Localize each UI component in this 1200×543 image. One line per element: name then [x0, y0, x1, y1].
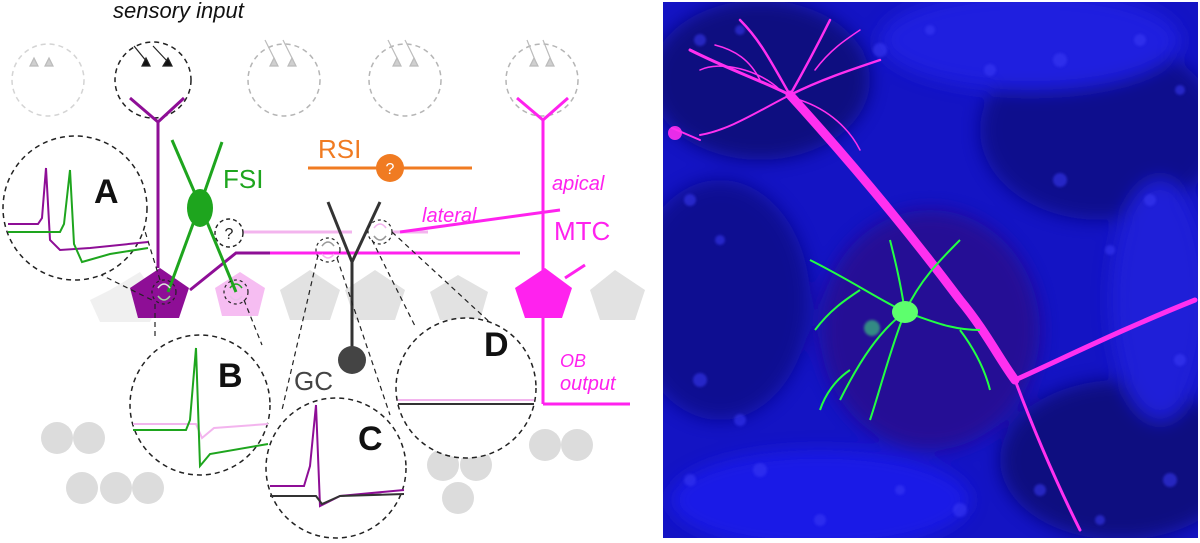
- inset-c: C: [265, 397, 407, 539]
- inset-c-label: C: [358, 420, 383, 458]
- rsi-marker: ?: [386, 161, 395, 178]
- confocal-micrograph: [663, 2, 1198, 538]
- inset-d-label: D: [484, 326, 509, 364]
- inset-d: D: [395, 317, 537, 459]
- dark-mtc-cell: [129, 96, 270, 292]
- inset-b: B: [129, 334, 271, 476]
- gc-cell: [326, 201, 382, 358]
- rsi-soma: [376, 154, 404, 182]
- unknown-synapse-question: ?: [225, 226, 234, 243]
- apical-label: apical: [552, 173, 605, 195]
- micrograph-fsi-soma: [892, 301, 918, 323]
- synapse-arrows: [157, 223, 387, 301]
- fsi-label: FSI: [223, 164, 263, 194]
- output-label: output: [560, 373, 617, 395]
- fsi-soma: [187, 189, 213, 227]
- nuclear-stain-speckle: [684, 25, 1186, 526]
- gc-soma: [338, 346, 366, 374]
- inset-a-label: A: [94, 173, 119, 211]
- glomeruli: [11, 41, 579, 119]
- circuit-schematic: ? ? A: [2, 0, 645, 539]
- ob-label: OB: [560, 351, 586, 371]
- inset-b-label: B: [218, 357, 243, 395]
- dark-mtc-soma: [130, 268, 189, 318]
- lateral-label: lateral: [422, 205, 477, 227]
- gc-label: GC: [294, 366, 333, 396]
- sensory-input-label: sensory input: [113, 0, 245, 23]
- unknown-synapse-marker: [214, 218, 244, 248]
- light-mtc-soma: [215, 272, 265, 316]
- granule-cell-bodies: [41, 422, 593, 514]
- mtc-soma: [515, 268, 572, 318]
- mtc-label: MTC: [554, 216, 610, 246]
- rsi-label: RSI: [318, 134, 361, 164]
- inset-a: A: [2, 135, 149, 281]
- sensory-input-arrows: [29, 39, 555, 67]
